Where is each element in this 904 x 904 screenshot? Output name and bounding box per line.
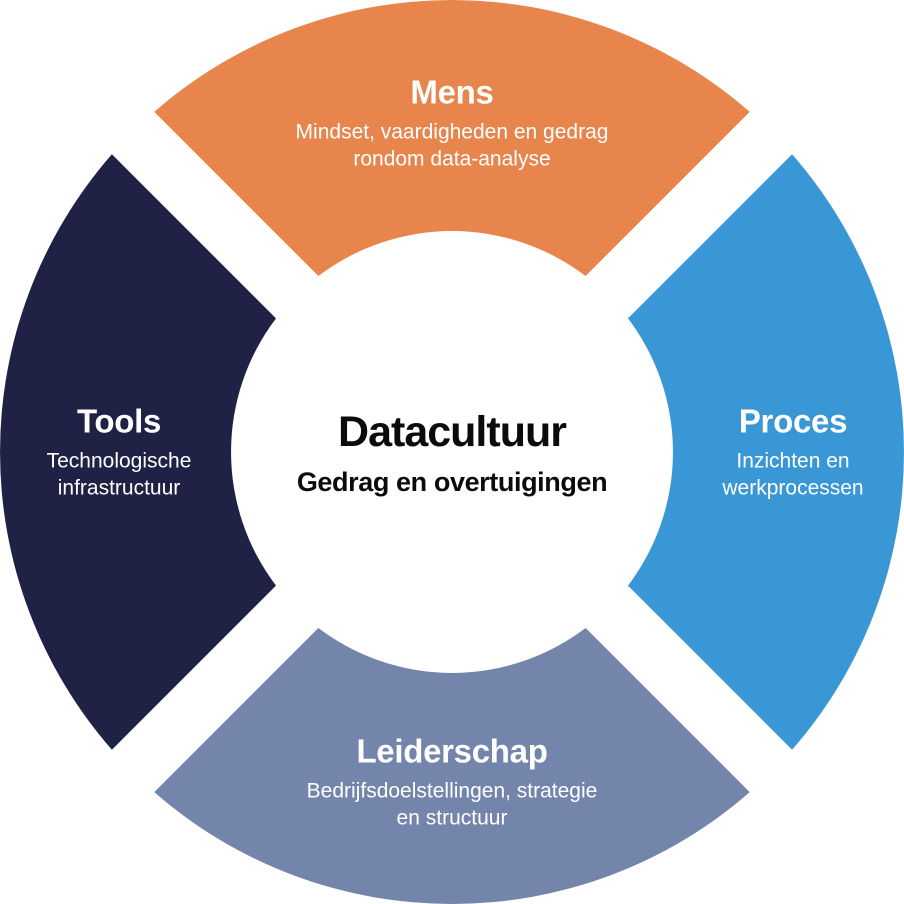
segment-mens-shape (154, 0, 750, 276)
segment-tools-shape (0, 154, 276, 750)
segment-proces-shape (628, 154, 904, 750)
segment-leiderschap-shape (154, 628, 750, 904)
